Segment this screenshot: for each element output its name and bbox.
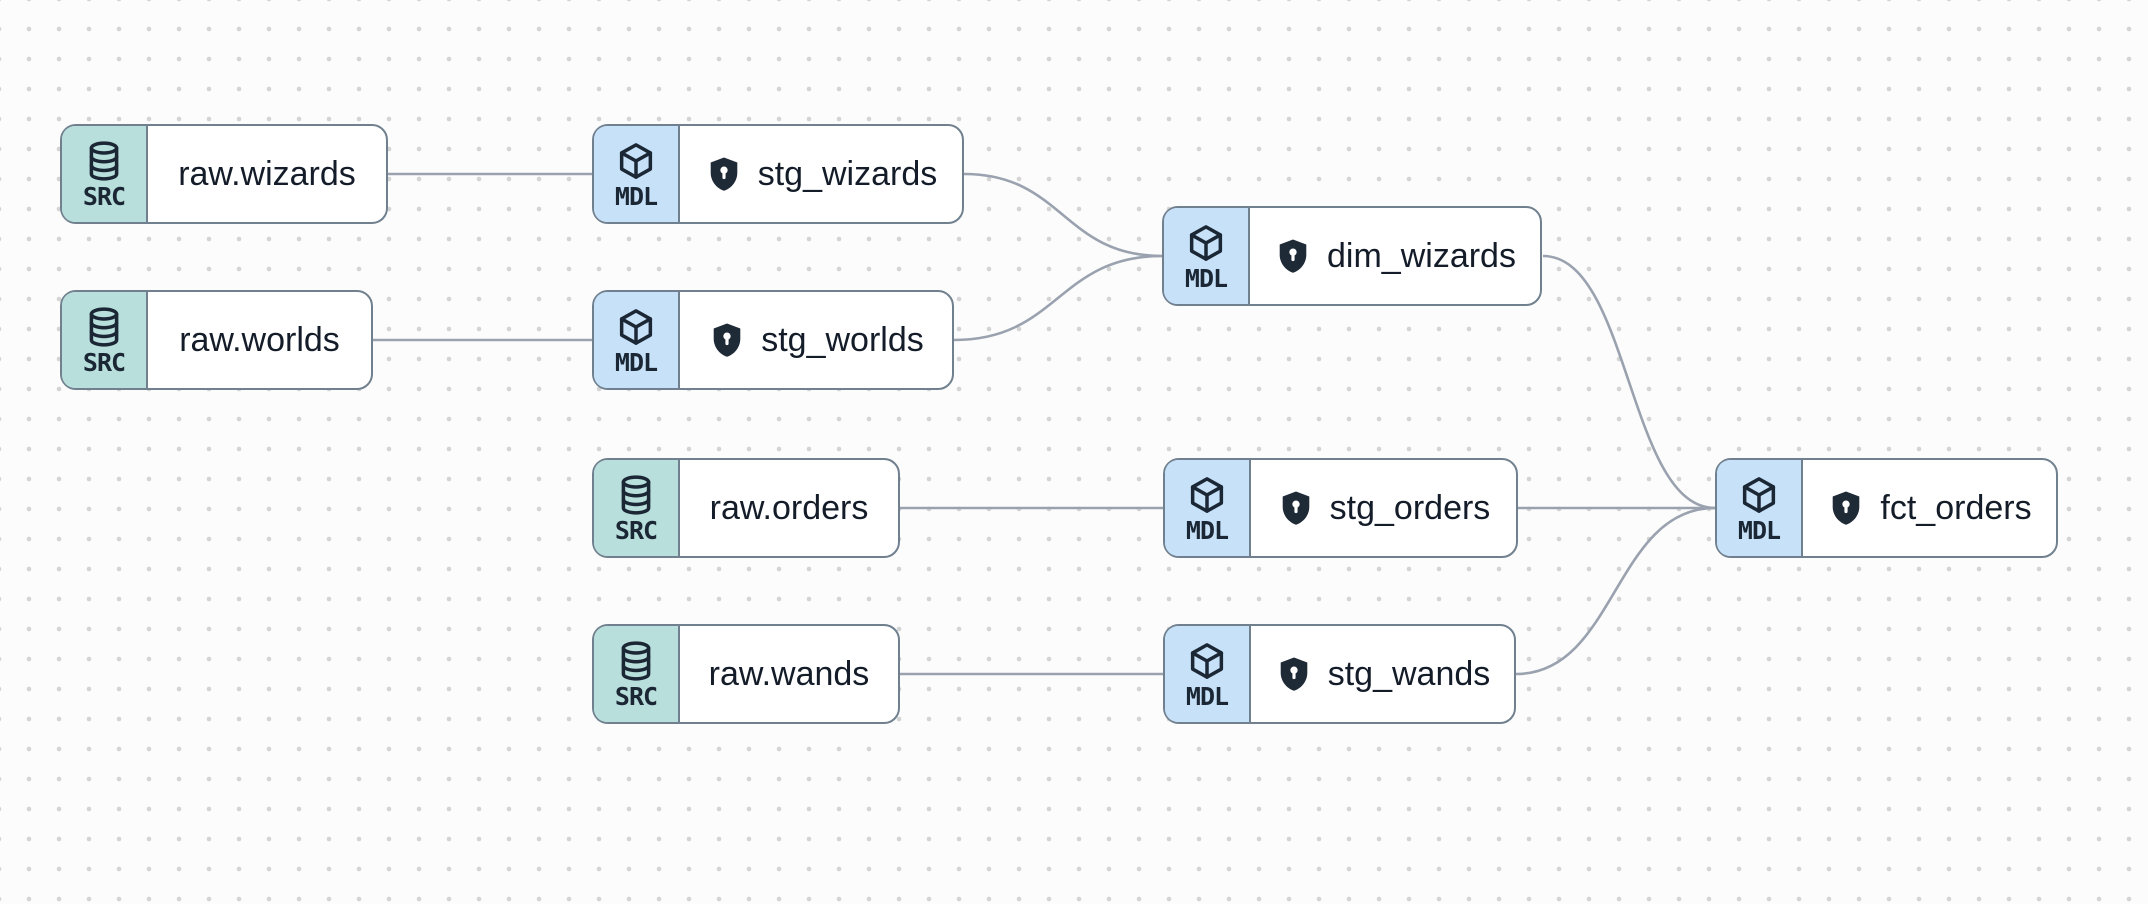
node-raw-worlds[interactable]: SRC raw.worlds — [60, 290, 373, 390]
badge-label: SRC — [614, 681, 658, 711]
shield-lock-icon — [710, 157, 738, 191]
node-stg-wizards[interactable]: MDL stg_wizards — [592, 124, 964, 224]
node-stg-orders[interactable]: MDL stg_orders — [1163, 458, 1518, 558]
node-fct-orders[interactable]: MDL fct_orders — [1715, 458, 2058, 558]
source-badge: SRC — [62, 126, 148, 222]
node-label: raw.wizards — [178, 154, 356, 193]
node-label: fct_orders — [1880, 488, 2032, 527]
shield-lock-icon — [1280, 657, 1308, 691]
model-badge: MDL — [594, 292, 680, 388]
source-badge: SRC — [594, 460, 680, 556]
badge-label: MDL — [1185, 681, 1229, 711]
node-dim-wizards[interactable]: MDL dim_wizards — [1162, 206, 1542, 306]
model-badge: MDL — [1165, 626, 1251, 722]
model-badge: MDL — [1717, 460, 1803, 556]
node-stg-worlds[interactable]: MDL stg_worlds — [592, 290, 954, 390]
cube-icon — [1189, 224, 1223, 261]
source-badge: SRC — [62, 292, 148, 388]
node-label: stg_wands — [1327, 654, 1491, 693]
cube-icon — [1190, 476, 1224, 513]
cube-icon — [1742, 476, 1776, 513]
badge-label: MDL — [1184, 263, 1228, 293]
node-label: raw.worlds — [179, 320, 340, 359]
node-label: stg_wizards — [757, 154, 938, 193]
model-badge: MDL — [594, 126, 680, 222]
node-raw-orders[interactable]: SRC raw.orders — [592, 458, 900, 558]
model-badge: MDL — [1164, 208, 1250, 304]
edge-stg-wizards-dim-wizards — [963, 172, 1163, 258]
badge-label: MDL — [614, 181, 658, 211]
shield-lock-icon — [1833, 491, 1860, 525]
badge-label: MDL — [614, 347, 658, 377]
cube-icon — [619, 308, 653, 345]
badge-label: SRC — [82, 347, 126, 377]
database-icon — [621, 640, 651, 681]
source-badge: SRC — [594, 626, 680, 722]
database-icon — [89, 306, 119, 347]
shield-lock-icon — [1279, 239, 1307, 273]
badge-label: SRC — [614, 515, 658, 545]
edge-dim-wizards-fct-orders — [1542, 254, 1716, 510]
cube-icon — [619, 142, 653, 179]
node-raw-wands[interactable]: SRC raw.wands — [592, 624, 900, 724]
node-stg-wands[interactable]: MDL stg_wands — [1163, 624, 1516, 724]
node-label: dim_wizards — [1327, 236, 1516, 275]
badge-label: MDL — [1737, 515, 1781, 545]
node-label: raw.wands — [708, 654, 870, 693]
cube-icon — [1190, 642, 1224, 679]
badge-label: MDL — [1185, 515, 1229, 545]
node-label: stg_orders — [1329, 488, 1491, 527]
badge-label: SRC — [82, 181, 126, 211]
node-raw-wizards[interactable]: SRC raw.wizards — [60, 124, 388, 224]
database-icon — [89, 140, 119, 181]
shield-lock-icon — [1282, 491, 1309, 525]
node-label: raw.orders — [709, 488, 869, 527]
model-badge: MDL — [1165, 460, 1251, 556]
edge-stg-worlds-dim-wizards — [953, 254, 1163, 342]
node-label: stg_worlds — [761, 320, 924, 359]
shield-lock-icon — [713, 323, 741, 357]
edge-stg-wands-fct-orders — [1515, 506, 1716, 676]
database-icon — [621, 474, 651, 515]
